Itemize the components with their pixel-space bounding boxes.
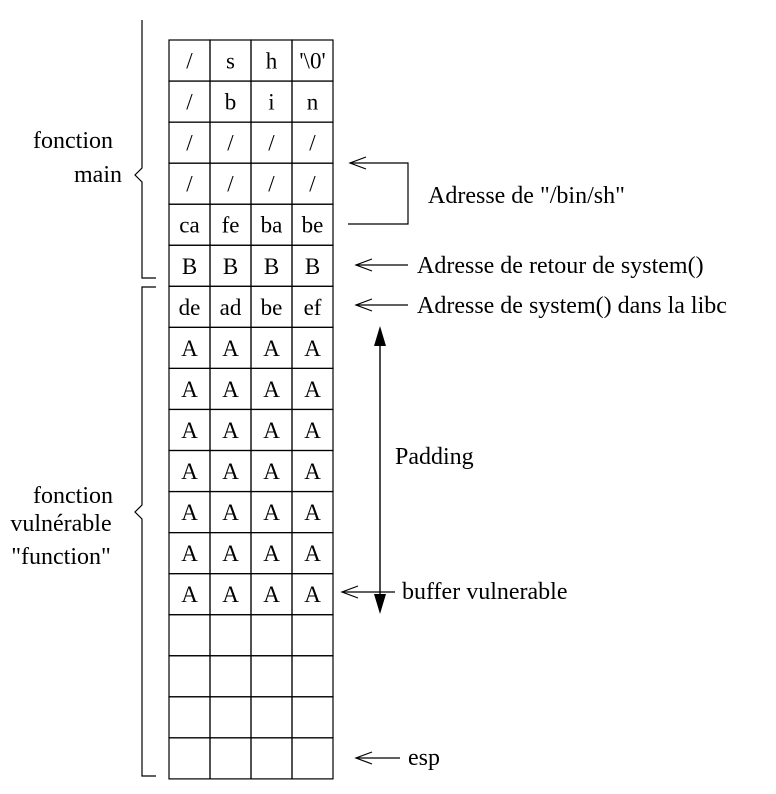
stack-cell bbox=[168, 614, 211, 657]
stack-cell bbox=[168, 737, 211, 780]
stack-cell-value: A bbox=[222, 377, 239, 402]
stack-cell-value: '\0' bbox=[299, 49, 325, 74]
main-frame-brace bbox=[134, 20, 156, 279]
main-frame-label-line1: fonction bbox=[33, 128, 113, 154]
stack-cell-value: ca bbox=[179, 213, 199, 238]
vulnerable-frame-label-line3: "function" bbox=[11, 544, 111, 570]
stack-cell-value: B bbox=[305, 254, 320, 279]
stack-cell-value: B bbox=[264, 254, 279, 279]
stack-cell-value: A bbox=[304, 377, 321, 402]
stack-cell-value: A bbox=[263, 541, 280, 566]
stack-cell-value: / bbox=[227, 131, 234, 156]
stack-cell-value: A bbox=[263, 418, 280, 443]
stack-cell-value: / bbox=[186, 90, 193, 115]
stack-cell-value: A bbox=[181, 377, 198, 402]
vulnerable-frame-label-line1: fonction bbox=[33, 483, 113, 509]
stack-cell-value: B bbox=[182, 254, 197, 279]
stack-cell-value: be bbox=[261, 295, 283, 320]
stack-cell bbox=[168, 696, 211, 739]
stack-cell-value: ba bbox=[261, 213, 283, 238]
stack-cell-value: de bbox=[179, 295, 201, 320]
stack-cell-value: A bbox=[181, 582, 198, 607]
stack-cell-value: A bbox=[304, 541, 321, 566]
stack-cell-value: / bbox=[268, 172, 275, 197]
stack-cell-value: A bbox=[222, 459, 239, 484]
stack-cell-value: A bbox=[304, 582, 321, 607]
stack-cell-value: / bbox=[186, 172, 193, 197]
vulnerable-frame-brace bbox=[134, 286, 156, 777]
binsh-pointer-arrow bbox=[348, 156, 409, 225]
stack-cell-value: A bbox=[304, 459, 321, 484]
stack-cell bbox=[250, 655, 293, 698]
stack-cell-value: i bbox=[268, 90, 274, 115]
stack-cell-value: / bbox=[309, 131, 316, 156]
stack-cell bbox=[209, 696, 252, 739]
stack-cell bbox=[291, 696, 334, 739]
esp-label: esp bbox=[408, 745, 440, 771]
stack-cell-value: / bbox=[186, 131, 193, 156]
stack-cell-value: A bbox=[263, 336, 280, 361]
stack-cell-value: ef bbox=[304, 295, 322, 320]
binsh-address-label: Adresse de "/bin/sh" bbox=[428, 183, 625, 209]
stack-cell bbox=[209, 655, 252, 698]
stack-cell-value: A bbox=[181, 500, 198, 525]
stack-cell-value: h bbox=[266, 49, 278, 74]
stack-cell-value: A bbox=[181, 418, 198, 443]
stack-cell-value: A bbox=[181, 336, 198, 361]
stack-cell bbox=[209, 614, 252, 657]
system-return-label: Adresse de retour de system() bbox=[417, 253, 704, 279]
stack-cell-value: A bbox=[222, 336, 239, 361]
stack-cell-value: A bbox=[304, 336, 321, 361]
system-libc-label: Adresse de system() dans la libc bbox=[417, 293, 727, 319]
padding-label: Padding bbox=[395, 444, 474, 470]
buffer-label: buffer vulnerable bbox=[402, 579, 567, 605]
stack-cell-value: A bbox=[222, 582, 239, 607]
stack-cell-value: / bbox=[309, 172, 316, 197]
stack-cell-value: / bbox=[186, 49, 193, 74]
stack-cell-value: A bbox=[263, 459, 280, 484]
stack-cell-value: A bbox=[304, 500, 321, 525]
stack-cell-value: A bbox=[181, 459, 198, 484]
esp-arrow bbox=[354, 751, 400, 765]
stack-cell-value: A bbox=[222, 418, 239, 443]
stack-cell-value: A bbox=[222, 500, 239, 525]
stack-cell-value: A bbox=[263, 500, 280, 525]
stack-cell-value: s bbox=[226, 49, 235, 74]
stack-cell-value: A bbox=[304, 418, 321, 443]
stack-cell-value: A bbox=[263, 377, 280, 402]
stack-cell-value: n bbox=[307, 90, 319, 115]
buffer-arrow bbox=[340, 585, 395, 599]
stack-cell-value: A bbox=[222, 541, 239, 566]
padding-double-arrow bbox=[374, 326, 386, 614]
system-return-arrow bbox=[354, 258, 408, 272]
vulnerable-frame-label-line2: vulnérable bbox=[10, 511, 111, 537]
stack-cell bbox=[250, 696, 293, 739]
system-libc-arrow bbox=[354, 298, 408, 312]
stack-cell-value: b bbox=[225, 90, 237, 115]
stack-cell-value: / bbox=[227, 172, 234, 197]
stack-cell-value: B bbox=[223, 254, 238, 279]
stack-cell bbox=[250, 737, 293, 780]
stack-cell bbox=[291, 655, 334, 698]
stack-cell bbox=[209, 737, 252, 780]
stack-cell-value: be bbox=[302, 213, 324, 238]
stack-cell bbox=[168, 655, 211, 698]
main-frame-label-line2: main bbox=[74, 162, 122, 188]
stack-cell-value: fe bbox=[222, 213, 240, 238]
stack-cell-value: A bbox=[263, 582, 280, 607]
stack-cell bbox=[250, 614, 293, 657]
stack-cell-value: / bbox=[268, 131, 275, 156]
stack-cell bbox=[291, 614, 334, 657]
stack-cell bbox=[291, 737, 334, 780]
stack-cell-value: ad bbox=[220, 295, 242, 320]
stack-cell-value: A bbox=[181, 541, 198, 566]
